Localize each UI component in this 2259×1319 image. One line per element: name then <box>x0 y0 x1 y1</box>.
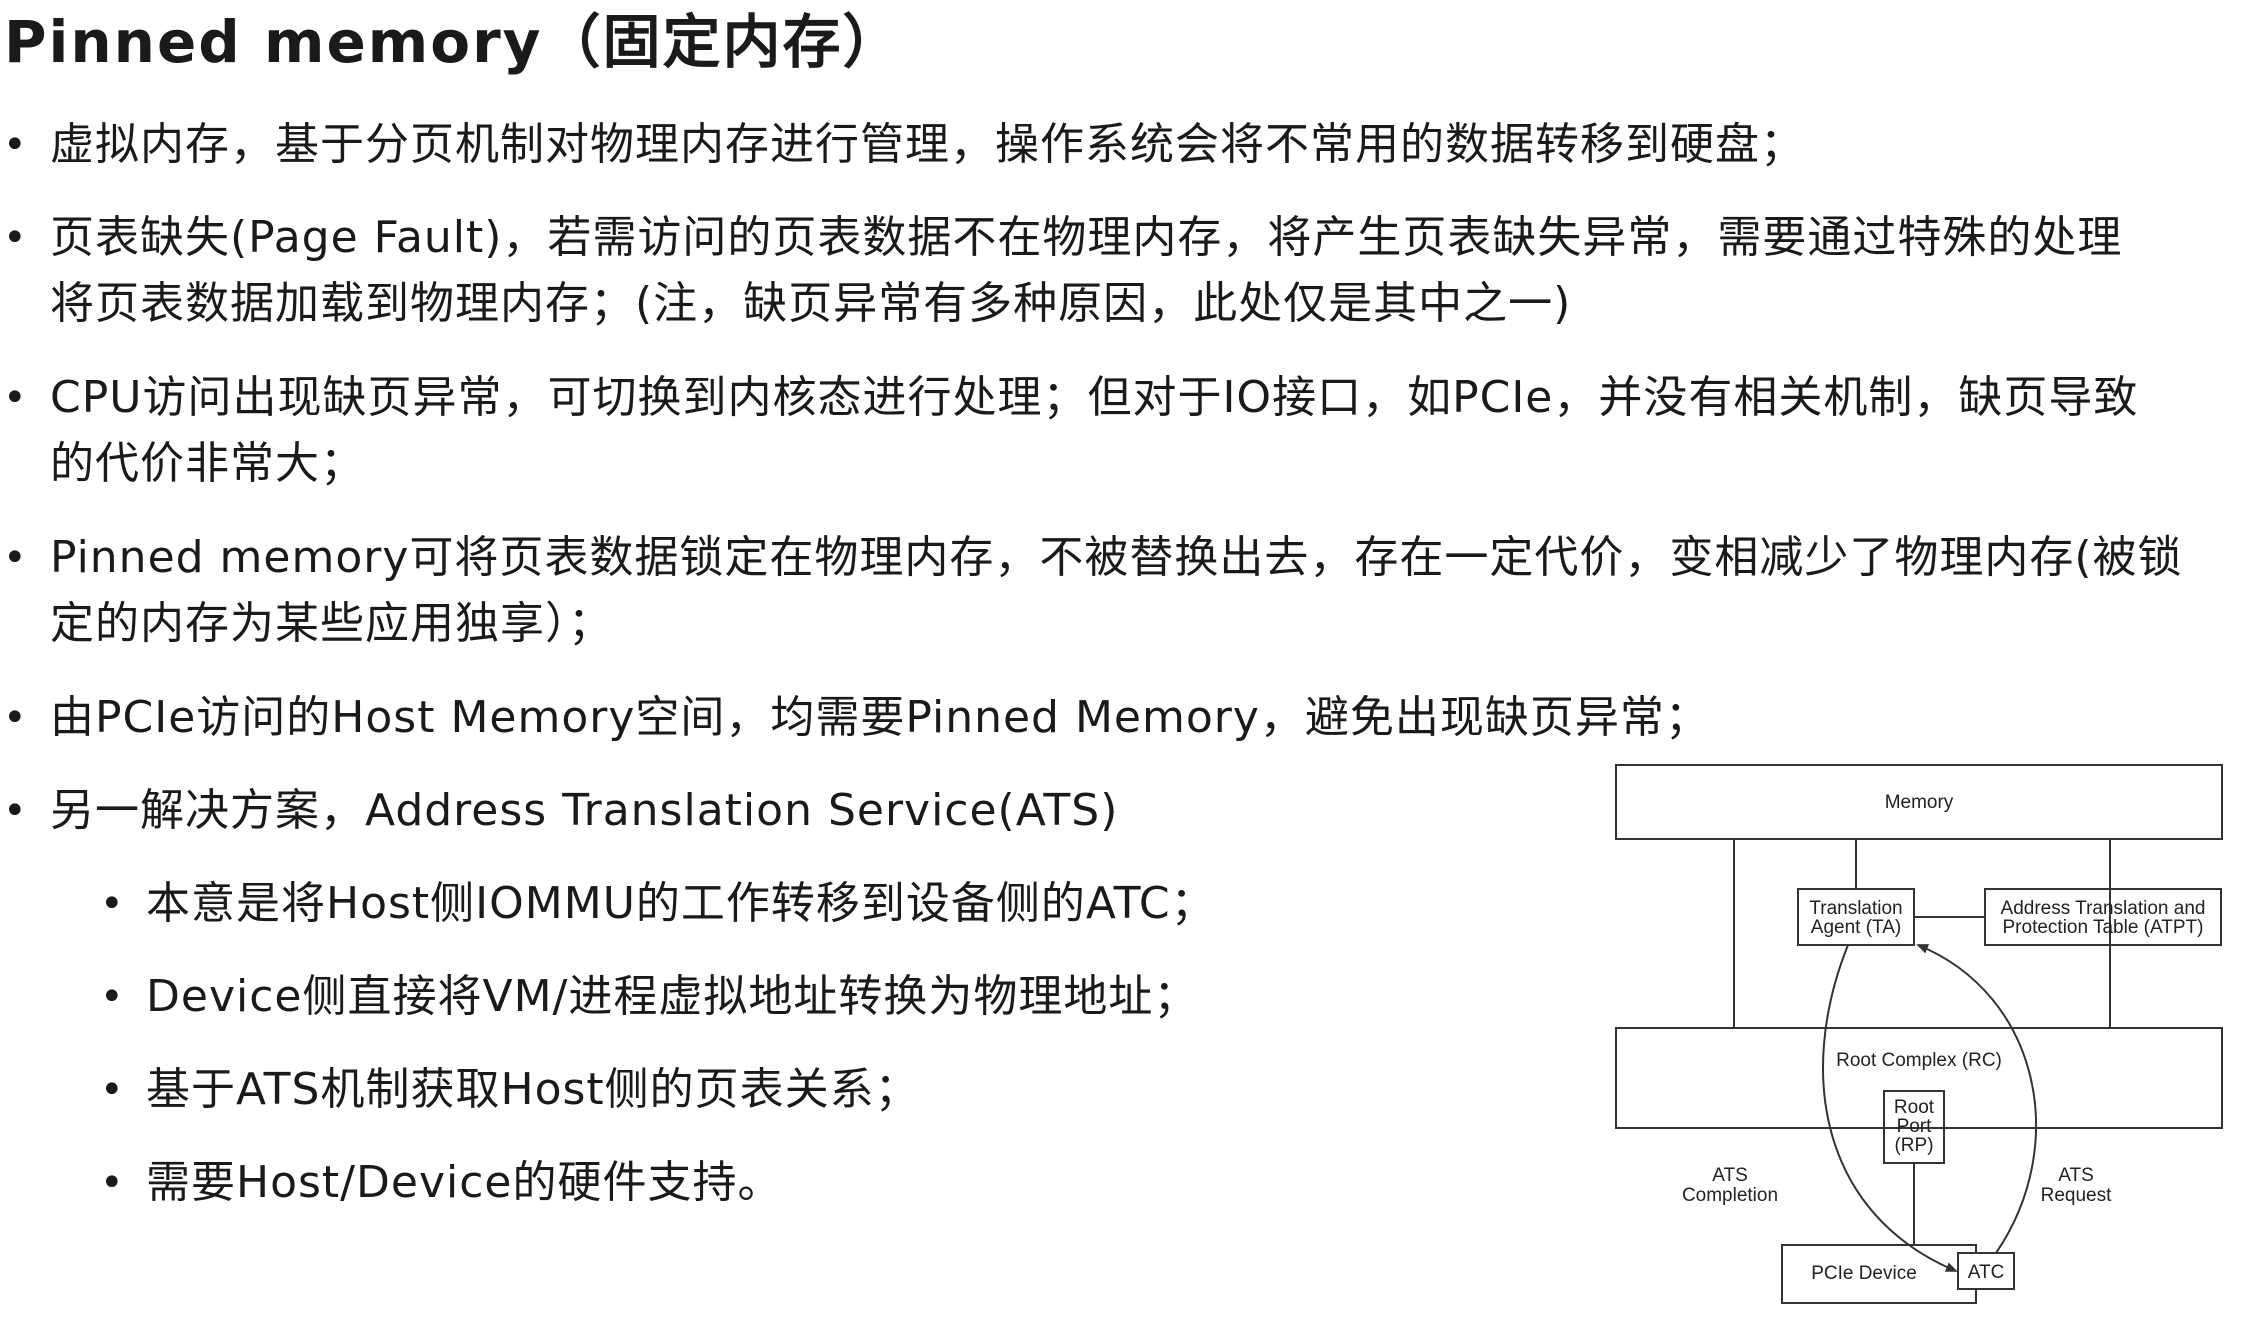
ats-request-arrow <box>1916 944 2037 1254</box>
bullet-text-continued: 的代价非常大； <box>50 438 365 489</box>
bullet-text: CPU访问出现缺页异常，可切换到内核态进行处理；但对于IO接口，如PCIe，并没… <box>50 372 2139 423</box>
memory-box <box>1615 764 2223 840</box>
ats-request-label-line1: ATS <box>2058 1165 2094 1186</box>
atc-label: ATC <box>1968 1262 2005 1283</box>
ats-completion-label-line2: Completion <box>1682 1185 1778 1206</box>
bullet-text-continued: 将页表数据加载到物理内存；(注，缺页异常有多种原因，此处仅是其中之一) <box>50 278 1572 329</box>
sub-bullet-item: • 本意是将Host侧IOMMU的工作转移到设备侧的ATC； <box>0 871 2259 964</box>
bullet-item: • 页表缺失(Page Fault)，若需访问的页表数据不在物理内存，将产生页表… <box>0 205 2259 365</box>
atpt-label-line2: Protection Table (ATPT) <box>2003 917 2204 938</box>
sub-bullet-text: 需要Host/Device的硬件支持。 <box>146 1157 783 1208</box>
pcie-device-label: PCIe Device <box>1811 1263 1917 1284</box>
bullet-text: 页表缺失(Page Fault)，若需访问的页表数据不在物理内存，将产生页表缺失… <box>50 212 2123 263</box>
rp-label-line2: Port <box>1897 1116 1933 1137</box>
bullet-dot: • <box>3 375 28 421</box>
bullet-dot: • <box>3 788 28 834</box>
memory-label: Memory <box>1885 792 1954 813</box>
bullet-dot: • <box>100 1160 125 1206</box>
ats-completion-label-line1: ATS <box>1712 1165 1748 1186</box>
bullet-item: • 由PCIe访问的Host Memory空间，均需要Pinned Memory… <box>0 685 2259 778</box>
bullet-dot: • <box>3 695 28 741</box>
bullet-text: 由PCIe访问的Host Memory空间，均需要Pinned Memory，避… <box>50 692 1710 743</box>
bullet-item: • CPU访问出现缺页异常，可切换到内核态进行处理；但对于IO接口，如PCIe，… <box>0 365 2259 525</box>
sub-bullet-text: 基于ATS机制获取Host侧的页表关系； <box>146 1064 920 1115</box>
page-title: Pinned memory（固定内存） <box>4 8 903 76</box>
rp-label-line1: Root <box>1894 1097 1935 1118</box>
bullet-text: 另一解决方案，Address Translation Service(ATS) <box>50 785 1119 836</box>
sub-bullet-item: • Device侧直接将VM/进程虚拟地址转换为物理地址； <box>0 964 2259 1057</box>
ats-architecture-diagram: Memory Translation Agent (TA) Address Tr… <box>1600 755 2240 1315</box>
bullet-dot: • <box>3 122 28 168</box>
sub-bullet-text: Device侧直接将VM/进程虚拟地址转换为物理地址； <box>146 971 1199 1022</box>
rp-label-line3: (RP) <box>1894 1135 1933 1156</box>
rc-label: Root Complex (RC) <box>1836 1050 2002 1071</box>
root-complex-box <box>1615 1027 2223 1129</box>
bullet-dot: • <box>100 881 125 927</box>
sub-bullet-item: • 基于ATS机制获取Host侧的页表关系； <box>0 1057 2259 1150</box>
ats-completion-arrow <box>1822 944 1958 1272</box>
bullet-item: • Pinned memory可将页表数据锁定在物理内存，不被替换出去，存在一定… <box>0 525 2259 685</box>
ta-label-line2: Agent (TA) <box>1811 917 1901 938</box>
bullet-list: • 虚拟内存，基于分页机制对物理内存进行管理，操作系统会将不常用的数据转移到硬盘… <box>0 112 2259 1243</box>
bullet-item: • 虚拟内存，基于分页机制对物理内存进行管理，操作系统会将不常用的数据转移到硬盘… <box>0 112 2259 205</box>
bullet-text: Pinned memory可将页表数据锁定在物理内存，不被替换出去，存在一定代价… <box>50 532 2183 583</box>
bullet-text-continued: 定的内存为某些应用独享）； <box>50 598 613 649</box>
bullet-dot: • <box>3 215 28 261</box>
atpt-label-line1: Address Translation and <box>2001 898 2206 919</box>
bullet-dot: • <box>100 1067 125 1113</box>
bullet-dot: • <box>3 535 28 581</box>
atc-box <box>1957 1252 2015 1290</box>
sub-bullet-text: 本意是将Host侧IOMMU的工作转移到设备侧的ATC； <box>146 878 1216 929</box>
ats-request-label-line2: Request <box>2041 1185 2112 1206</box>
sub-bullet-item: • 需要Host/Device的硬件支持。 <box>0 1150 2259 1243</box>
ats-diagram-svg: Memory Translation Agent (TA) Address Tr… <box>1615 764 2223 1304</box>
bullet-item: • 另一解决方案，Address Translation Service(ATS… <box>0 778 2259 871</box>
bullet-dot: • <box>100 974 125 1020</box>
bullet-text: 虚拟内存，基于分页机制对物理内存进行管理，操作系统会将不常用的数据转移到硬盘； <box>50 119 1805 170</box>
ta-label-line1: Translation <box>1809 898 1902 919</box>
